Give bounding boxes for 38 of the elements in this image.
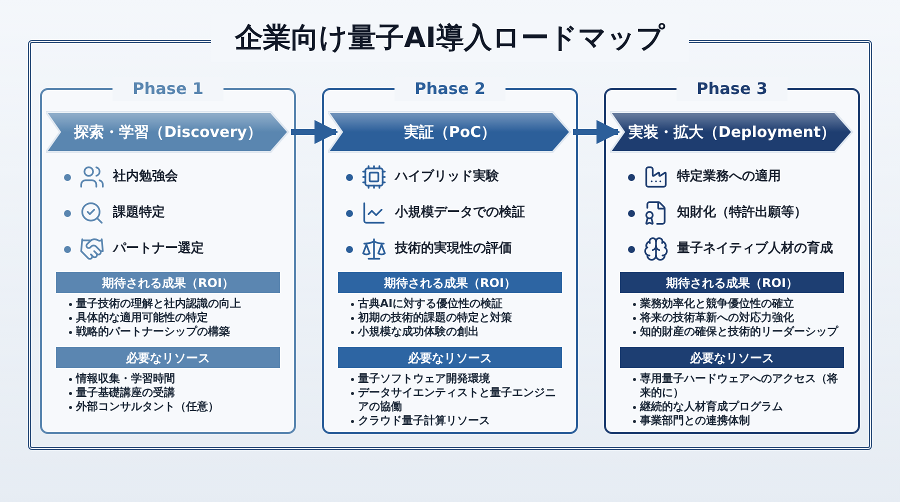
phase-title: 探索・学習（Discovery） xyxy=(74,122,262,143)
section-header-bar: 必要なリソース xyxy=(338,347,562,368)
bullet-text: 知的財産の確保と技術的リーダーシップ xyxy=(640,325,838,339)
bullet-text: 古典AIに対する優位性の検証 xyxy=(358,297,503,311)
bullet-text: 事業部門との連携体制 xyxy=(640,414,750,428)
item-text: 小規模データでの検証 xyxy=(395,205,525,221)
phase-title: 実装・拡大（Deployment） xyxy=(628,122,836,143)
item-text: 特定業務への適用 xyxy=(677,169,781,185)
bullet-text: 量子基礎講座の受講 xyxy=(76,386,175,400)
bullet-text: 業務効率化と競争優位性の確立 xyxy=(640,297,794,311)
bullet-text: 具体的な適用可能性の特定 xyxy=(76,311,208,325)
arrow xyxy=(573,120,620,144)
section-header-bar: 期待される成果（ROI） xyxy=(338,272,562,293)
item-text: 技術的実現性の評価 xyxy=(395,241,512,257)
item-text: パートナー選定 xyxy=(113,241,204,257)
bullet-text: 量子ソフトウェア開発環境 xyxy=(358,372,490,386)
bullet-text: 量子技術の理解と社内認識の向上 xyxy=(76,297,241,311)
arrow xyxy=(291,120,338,144)
section-header-bar: 期待される成果（ROI） xyxy=(56,272,280,293)
bullet-text: 初期の技術的課題の特定と対策 xyxy=(358,311,512,325)
item-text: ハイブリッド実験 xyxy=(395,169,499,185)
bullet-text: クラウド量子計算リソース xyxy=(358,414,490,428)
item-text: 課題特定 xyxy=(113,205,165,221)
section-header-bar: 必要なリソース xyxy=(56,347,280,368)
bullet-text: 継続的な人材育成プログラム xyxy=(640,400,783,414)
bullet-text: データサイエンティストと量子エンジニアの協働 xyxy=(358,386,557,414)
item-text: 知財化（特許出願等） xyxy=(677,205,807,221)
bullet-text: 小規模な成功体験の創出 xyxy=(358,325,479,339)
bullet-text: 将来の技術革新への対応力強化 xyxy=(640,311,794,325)
bullet-text: 戦略的パートナーシップの構築 xyxy=(76,325,230,339)
phase-title: 実証（PoC） xyxy=(404,122,496,143)
bullet-text: 情報収集・学習時間 xyxy=(76,372,175,386)
section-header-bar: 必要なリソース xyxy=(620,347,844,368)
bullet-text: 専用量子ハードウェアへのアクセス（将来的に） xyxy=(640,372,839,400)
item-text: 社内勉強会 xyxy=(113,169,178,185)
item-text: 量子ネイティブ人材の育成 xyxy=(677,241,833,257)
section-header-bar: 期待される成果（ROI） xyxy=(620,272,844,293)
bullet-text: 外部コンサルタント（任意） xyxy=(76,400,219,414)
